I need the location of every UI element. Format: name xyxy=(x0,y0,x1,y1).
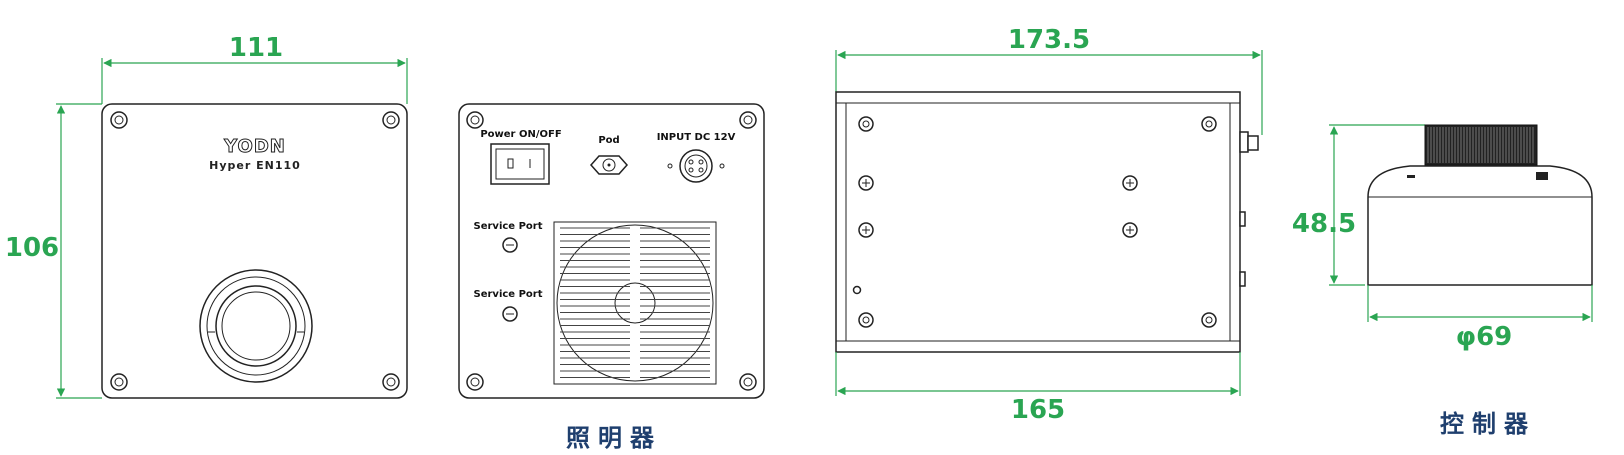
light-port xyxy=(199,269,313,383)
front-panel xyxy=(101,103,408,399)
side-screw-mid-3 xyxy=(1122,175,1138,191)
side-bottom-label: 165 xyxy=(1011,395,1065,425)
back-screw-bottom-left xyxy=(466,373,484,391)
service-port-1 xyxy=(502,237,518,253)
side-screw-mid-1 xyxy=(858,175,874,191)
side-body xyxy=(835,91,1241,353)
front-screw-bottom-left xyxy=(110,373,128,391)
side-screw-bottom-right xyxy=(1201,312,1217,328)
service-port-2-label: Service Port xyxy=(474,289,543,300)
side-screw-top-left xyxy=(858,116,874,132)
front-height-label: 106 xyxy=(5,233,59,263)
controller-caption: 控制器 xyxy=(1440,410,1536,438)
dc-input-label: INPUT DC 12V xyxy=(657,132,736,143)
illuminator-caption: 照明器 xyxy=(566,424,662,452)
model-name: Hyper EN110 xyxy=(209,159,301,172)
back-view: Power ON/OFF Pod INPUT DC 12V Servi xyxy=(458,103,765,452)
pod-connector xyxy=(589,155,629,175)
back-screw-top-right xyxy=(739,111,757,129)
side-small-hole xyxy=(852,285,862,295)
side-screw-mid-2 xyxy=(858,222,874,238)
side-screw-bottom-left xyxy=(858,312,874,328)
power-switch xyxy=(490,143,550,185)
power-switch-label: Power ON/OFF xyxy=(480,129,561,140)
front-screw-bottom-right xyxy=(382,373,400,391)
back-screw-bottom-right xyxy=(739,373,757,391)
brand-logo: YODN xyxy=(223,136,286,157)
controller-diameter-label: φ69 xyxy=(1456,322,1513,352)
controller-view: 48.5 φ69 控制器 xyxy=(1292,124,1593,438)
fan-grille xyxy=(553,221,717,385)
service-port-1-label: Service Port xyxy=(474,221,543,232)
pod-label: Pod xyxy=(598,135,619,146)
side-screw-mid-4 xyxy=(1122,222,1138,238)
service-port-2 xyxy=(502,306,518,322)
front-width-label: 111 xyxy=(229,33,283,63)
front-view: 111 106 YODN Hyper EN110 xyxy=(5,33,408,399)
controller-body xyxy=(1367,165,1593,286)
side-top-label: 173.5 xyxy=(1008,25,1090,55)
side-screw-top-right xyxy=(1201,116,1217,132)
side-view: 173.5 165 xyxy=(835,25,1263,425)
front-screw-top-left xyxy=(110,111,128,129)
controller-knob xyxy=(1424,124,1538,166)
front-screw-top-right xyxy=(382,111,400,129)
controller-height-label: 48.5 xyxy=(1292,209,1356,239)
back-screw-top-left xyxy=(466,111,484,129)
side-connector xyxy=(1239,131,1259,287)
dc-input-connector xyxy=(667,149,725,183)
